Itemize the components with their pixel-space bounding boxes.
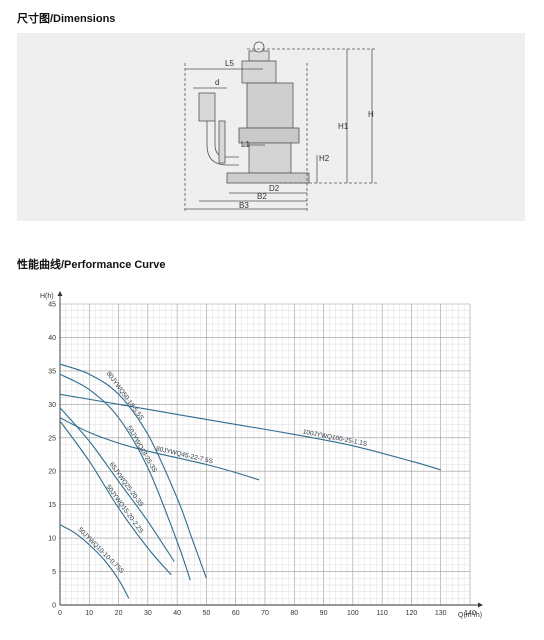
lifting-eye xyxy=(248,50,270,62)
series-label: 80JYWQ50-18-5.5S xyxy=(105,370,145,422)
outlet-flange xyxy=(198,92,216,122)
series-line xyxy=(59,407,175,562)
discharge-elbow-outer xyxy=(206,121,239,166)
y-tick-label: 10 xyxy=(48,536,56,543)
dimensions-title: 尺寸图/Dimensions xyxy=(17,13,116,25)
chart-series xyxy=(59,363,441,599)
side-flange xyxy=(218,120,226,164)
x-tick-label: 120 xyxy=(406,610,418,617)
x-tick-label: 100 xyxy=(347,610,359,617)
y-tick-label: 25 xyxy=(48,435,56,442)
motor-body xyxy=(246,82,294,129)
chart-grid xyxy=(59,303,471,606)
y-tick-label: 20 xyxy=(48,469,56,476)
series-line xyxy=(59,417,260,481)
y-axis-arrow-icon xyxy=(57,291,63,296)
discharge-elbow xyxy=(214,121,239,158)
dim-label-h1: H1 xyxy=(338,122,349,131)
y-tick-label: 5 xyxy=(52,569,56,576)
dim-label-h: H xyxy=(368,110,374,119)
x-tick-label: 130 xyxy=(435,610,447,617)
x-tick-label: 80 xyxy=(290,610,298,617)
motor-cap xyxy=(241,60,277,84)
y-tick-label: 30 xyxy=(48,402,56,409)
base-stand xyxy=(226,172,310,184)
dim-label-l5: L5 xyxy=(225,59,234,68)
x-tick-label: 60 xyxy=(232,610,240,617)
dim-label-l1: L1 xyxy=(241,140,250,149)
x-tick-label: 70 xyxy=(261,610,269,617)
dim-label-b2: B2 xyxy=(257,192,267,201)
x-tick-label: 140 xyxy=(464,610,476,617)
volute xyxy=(248,142,292,174)
dim-label-b3: B3 xyxy=(239,201,249,210)
x-tick-label: 0 xyxy=(58,610,62,617)
dim-label-d: d xyxy=(215,78,219,87)
x-tick-label: 90 xyxy=(320,610,328,617)
dim-label-h2: H2 xyxy=(319,154,330,163)
performance-title: 性能曲线/Performance Curve xyxy=(17,259,166,271)
x-tick-label: 10 xyxy=(85,610,93,617)
pump-dimension-drawing: L5 d H H1 H2 L1 D2 B2 B3 xyxy=(184,41,377,211)
y-tick-label: 40 xyxy=(48,335,56,342)
chart-axes xyxy=(57,291,483,608)
x-tick-label: 50 xyxy=(203,610,211,617)
x-tick-label: 30 xyxy=(144,610,152,617)
x-tick-label: 110 xyxy=(377,610,388,617)
series-label: 65JYWQ25-20-3S xyxy=(108,461,145,508)
series-line xyxy=(59,393,441,471)
x-axis-arrow-icon xyxy=(478,602,483,608)
y-tick-label: 15 xyxy=(48,502,56,509)
y-tick-label: 35 xyxy=(48,368,56,375)
series-line xyxy=(59,420,172,576)
chart-ticks: 0 10 20 30 40 50 60 70 80 90 100 110 120 130 140 0 5 10 15… xyxy=(48,302,476,618)
x-tick-label: 20 xyxy=(115,610,123,617)
x-tick-label: 40 xyxy=(173,610,181,617)
y-axis-label: H(h) xyxy=(40,293,54,300)
y-tick-label: 45 xyxy=(48,302,56,309)
dim-label-d2: D2 xyxy=(269,184,280,193)
series-line xyxy=(59,524,130,599)
series-line xyxy=(59,373,191,581)
dimensions-panel: L5 d H H1 H2 L1 D2 B2 B3 xyxy=(17,33,525,221)
lifting-ring-icon xyxy=(253,41,265,53)
series-line xyxy=(59,363,207,579)
x-axis-label: Q(m³/h) xyxy=(458,612,482,619)
chart-series-labels: 100JYWQ100-25-1.1S80JYWQ45-22-7.5S80JYWQ… xyxy=(76,370,368,575)
y-tick-label: 0 xyxy=(52,603,56,610)
